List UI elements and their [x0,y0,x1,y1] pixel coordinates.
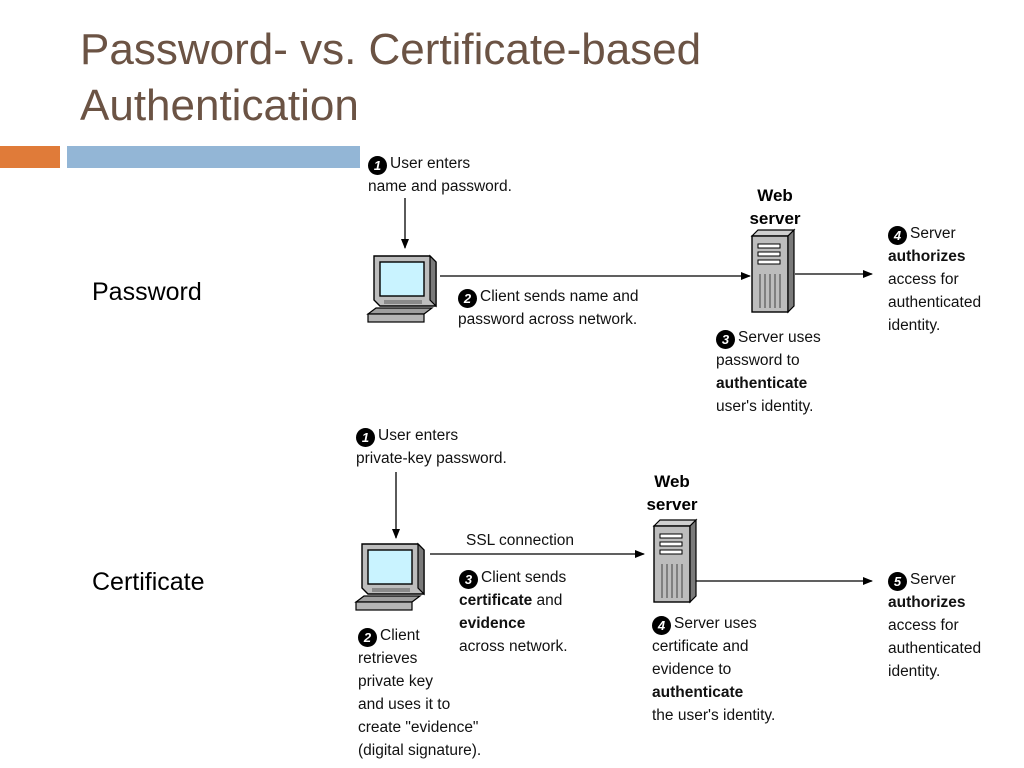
web-server-icon [750,228,796,314]
step-number-badge: 1 [356,428,375,447]
web-server-label: Web server [646,472,698,514]
accent-bar-orange [0,146,60,168]
slide-title: Password- vs. Certificate-based Authenti… [80,25,702,130]
step-number-badge: 1 [368,156,387,175]
accent-bar-blue [67,146,360,168]
step-number-badge: 4 [652,616,671,635]
web-server-icon [652,518,698,604]
row-label-certificate: Certificate [92,568,205,596]
step-number-badge: 2 [358,628,377,647]
step-number-badge: 5 [888,572,907,591]
ssl-connection-label: SSL connection [466,532,575,549]
client-computer-icon [366,254,437,323]
step-number-badge: 3 [459,570,478,589]
step-number-badge: 2 [458,289,477,308]
web-server-label: Web server [749,186,801,228]
step-number-badge: 3 [716,330,735,349]
client-computer-icon [354,542,425,611]
row-label-password: Password [92,278,202,306]
step-number-badge: 4 [888,226,907,245]
